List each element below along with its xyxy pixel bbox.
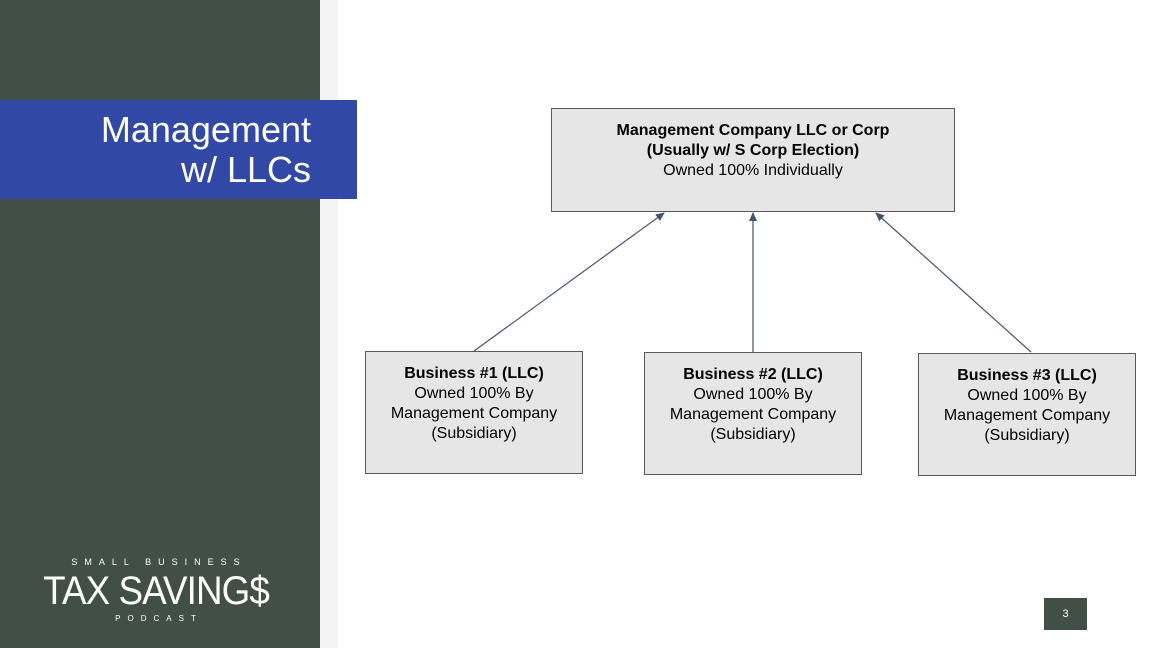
node-management-company-body: Owned 100% Individually [663,162,843,179]
edge-business-3-to-parent [875,212,1032,353]
node-business-3: Business #3 (LLC) Owned 100% By Manageme… [918,353,1136,476]
logo-tagline: SMALL BUSINESS [71,557,247,567]
node-business-2-title: Business #2 (LLC) [683,366,823,383]
node-management-company-title-2: (Usually w/ S Corp Election) [646,142,860,159]
node-business-3-body-1: Owned 100% By [967,387,1087,404]
node-business-1-body-3: (Subsidiary) [431,425,517,442]
node-business-3-title: Business #3 (LLC) [957,367,1097,384]
page-number-badge: 3 [1044,598,1087,630]
node-management-company: Management Company LLC or Corp (Usually … [551,108,955,212]
logo-wordmark: TAX SAVING$ [43,569,270,613]
node-business-1-body-1: Owned 100% By [414,385,534,402]
node-business-2-body-3: (Subsidiary) [710,426,796,443]
node-business-3-body-3: (Subsidiary) [984,427,1070,444]
node-business-2-body-2: Management Company [669,406,837,423]
logo-subtitle: PODCAST [115,614,203,623]
node-business-3-body-2: Management Company [943,407,1111,424]
node-business-1: Business #1 (LLC) Owned 100% By Manageme… [365,351,583,474]
node-business-2: Business #2 (LLC) Owned 100% By Manageme… [644,352,862,475]
slide-title-line-1: Management [100,108,311,150]
node-business-1-title: Business #1 (LLC) [404,365,544,382]
node-management-company-title-1: Management Company LLC or Corp [616,122,890,139]
podcast-logo: SMALL BUSINESS TAX SAVING$ PODCAST [20,555,292,625]
node-business-2-body-1: Owned 100% By [693,386,813,403]
edge-business-1-to-parent [473,212,665,352]
slide-title: Management w/ LLCs [0,100,357,199]
node-business-1-body-2: Management Company [390,405,558,422]
slide-title-line-2: w/ LLCs [180,148,311,190]
